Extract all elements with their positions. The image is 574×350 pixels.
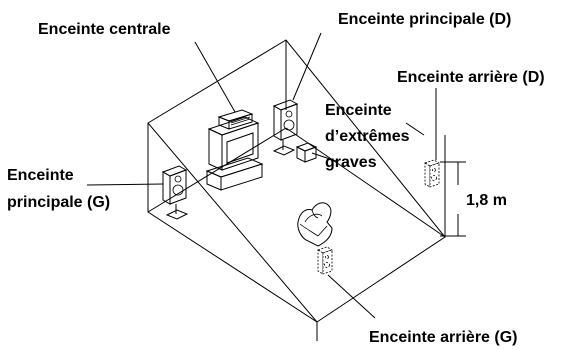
label-subwoofer-line3: graves (325, 154, 377, 171)
armchair (297, 202, 333, 247)
rear-right-speaker (424, 159, 440, 188)
label-rear-right-speaker: Enceinte arrière (D) (397, 69, 545, 86)
label-front-right-speaker: Enceinte principale (D) (338, 11, 511, 28)
height-dimension (440, 161, 466, 237)
front-right-speaker (272, 99, 299, 156)
label-height: 1,8 m (466, 192, 507, 209)
label-subwoofer-line2: d’extrêmes (325, 128, 410, 145)
subwoofer (295, 142, 318, 163)
rear-left-speaker (317, 246, 333, 275)
label-subwoofer-line1: Enceinte (325, 102, 392, 119)
tv-with-center-speaker (205, 109, 264, 191)
front-left-speaker (161, 165, 189, 220)
label-front-left-line1: Enceinte (7, 167, 74, 184)
label-center-speaker: Enceinte centrale (38, 21, 171, 38)
room-outline (147, 39, 446, 341)
label-front-left-line2: principale (G) (7, 194, 110, 211)
label-rear-left-speaker: Enceinte arrière (G) (369, 329, 518, 346)
leader-lines (86, 32, 437, 319)
